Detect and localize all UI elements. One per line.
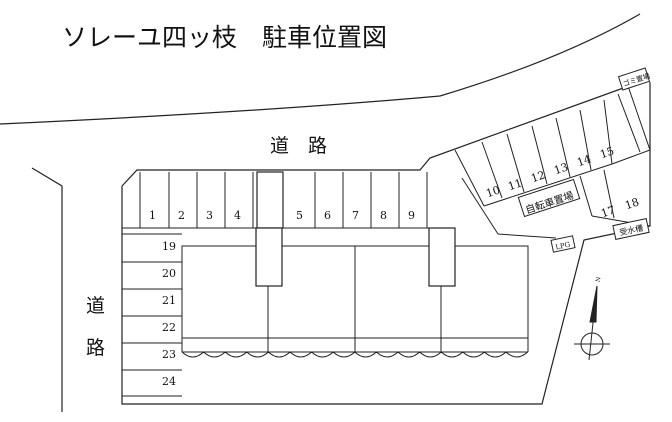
diagonal-parking-area [454,85,651,239]
road-label-left-2: 路 [86,337,105,359]
page-title: ソレーユ四ッ枝 駐車位置図 [62,23,387,52]
space-15: 15 [598,145,615,162]
bicycle-parking-box [517,178,581,218]
space-22: 22 [162,321,176,334]
space-21: 21 [162,294,176,307]
water-tank-label: 受水槽 [618,223,644,238]
stair-box-right [428,227,456,287]
space-1: 1 [149,209,156,222]
apartment-building [181,245,529,358]
space-23: 23 [162,348,176,361]
space-14: 14 [575,153,592,170]
space-6: 6 [324,209,331,222]
water-tank-box [612,218,650,240]
space-24: 24 [162,375,176,388]
space-3: 3 [206,209,213,222]
space-12: 12 [529,169,546,186]
space-8: 8 [380,209,387,222]
space-18: 18 [623,196,640,213]
space-10: 10 [484,184,501,201]
left-parking-column [122,233,182,397]
space-5: 5 [296,209,303,222]
road-top-upper-edge [0,13,641,125]
road-top-lower-edge [121,81,641,187]
north-mark: N [595,276,603,282]
space-9: 9 [408,209,415,222]
road-label-top: 道 路 [270,135,327,157]
lpg-box [550,235,576,253]
space-2: 2 [178,209,185,222]
top-parking-row [122,172,430,229]
space-17: 17 [599,204,616,221]
stair-box-left [255,227,283,287]
space-13: 13 [552,161,569,178]
lpg-label: LPG [555,241,572,252]
space-20: 20 [162,267,176,280]
road-left-outer-edge [31,167,63,412]
stair-box-top [256,171,284,229]
space-7: 7 [352,209,359,222]
garbage-area-box [617,67,651,91]
space-11: 11 [506,177,523,194]
north-arrow-icon [574,285,610,361]
site-boundary [121,82,651,405]
road-label-left-1: 道 [86,295,105,317]
space-19: 19 [162,240,176,253]
space-4: 4 [234,209,241,222]
